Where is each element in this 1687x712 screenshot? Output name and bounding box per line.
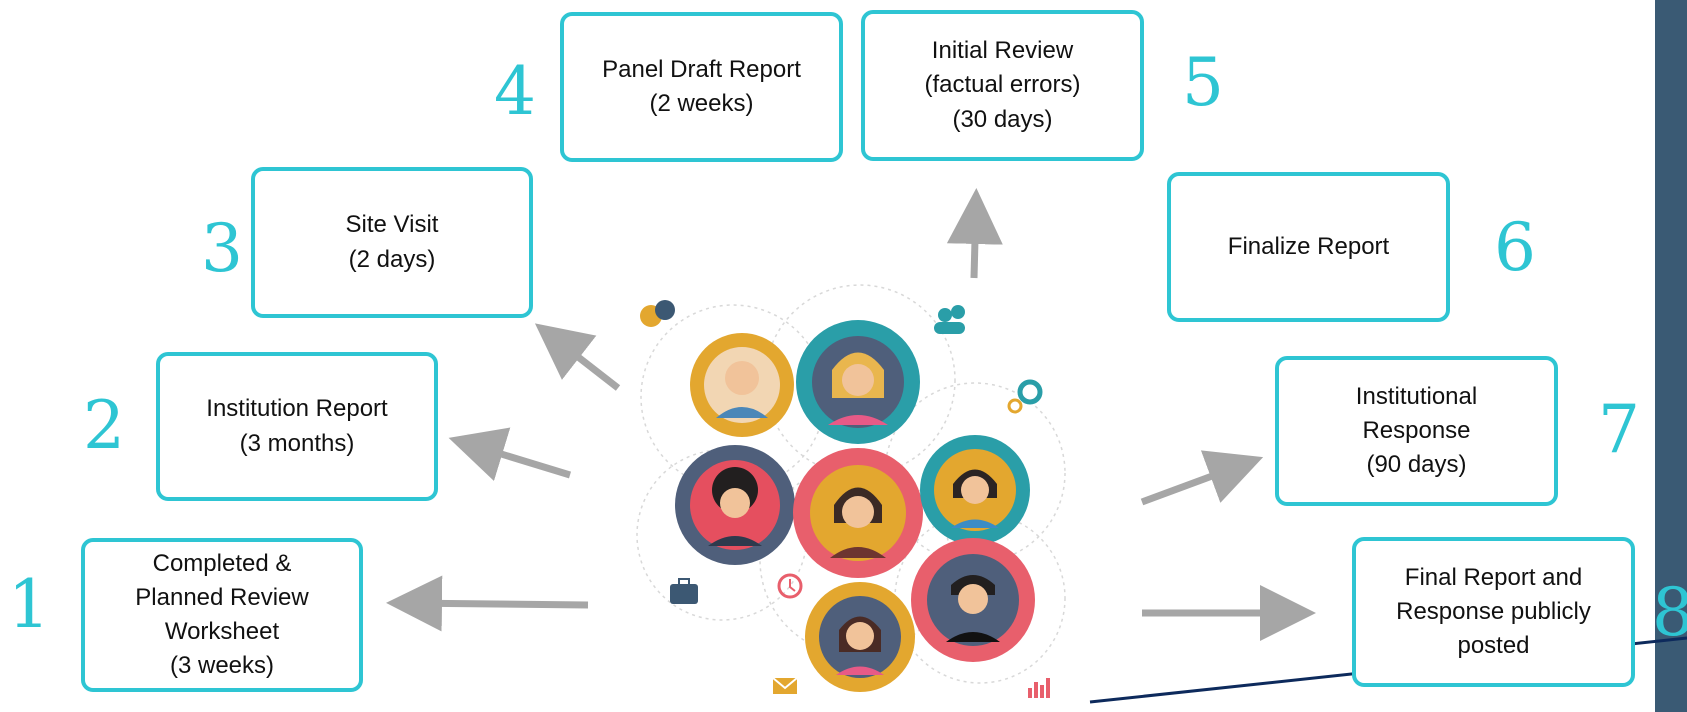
chart-icon: [1028, 678, 1050, 698]
step-box-3: Site Visit (2 days): [251, 167, 533, 318]
person-gear-2: [796, 320, 920, 444]
step-number-7: 7: [1598, 391, 1640, 468]
person-gear-7: [805, 582, 915, 692]
group-icon: [934, 305, 965, 334]
step-box-6: Finalize Report: [1167, 172, 1450, 322]
person-gear-3: [675, 445, 795, 565]
arrow-to-step-7: [1140, 450, 1264, 506]
person-gear-4: [793, 448, 923, 578]
step-label-5: Initial Review (factual errors) (30 days…: [924, 37, 1081, 133]
step-box-7: Institutional Response (90 days): [1275, 356, 1558, 506]
step-label-4: Panel Draft Report (2 weeks): [602, 55, 801, 117]
step-box-4: Panel Draft Report (2 weeks): [560, 12, 843, 162]
step-number-6: 6: [1494, 209, 1536, 286]
arrow-to-step-1: [386, 575, 589, 632]
arrow-to-step-2: [448, 427, 572, 482]
arrow-to-step-5: [946, 188, 1003, 279]
step-box-1: Completed & Planned Review Worksheet (3 …: [81, 538, 363, 692]
step-label-6: Finalize Report: [1227, 232, 1390, 260]
step-number-3: 3: [201, 210, 243, 287]
gear-icon: [1007, 379, 1043, 414]
step-label-8: Final Report and Response publicly poste…: [1396, 563, 1591, 660]
step-label-1: Completed & Planned Review Worksheet (3 …: [135, 549, 309, 680]
step-box-2: Institution Report (3 months): [156, 352, 438, 501]
step-box-5: Initial Review (factual errors) (30 days…: [861, 10, 1144, 161]
person-gear-5: [920, 435, 1030, 545]
step-number-8: 8: [1652, 574, 1687, 651]
side-panel: [1655, 0, 1687, 712]
step-label-2: Institution Report (3 months): [206, 395, 388, 457]
step-box-8: Final Report and Response publicly poste…: [1352, 537, 1635, 687]
person-gear-6: [911, 538, 1035, 662]
step-number-4: 4: [494, 53, 536, 130]
step-number-1: 1: [8, 566, 50, 643]
step-label-7: Institutional Response (90 days): [1355, 382, 1478, 479]
step-label-3: Site Visit (2 days): [345, 211, 439, 273]
briefcase-icon: [670, 578, 698, 604]
arrow-to-step-3: [534, 323, 621, 391]
person-gear-1: [690, 333, 794, 437]
clock-icon: [777, 573, 803, 599]
step-number-5: 5: [1182, 44, 1224, 121]
step-number-2: 2: [83, 387, 125, 464]
chat-bubbles-icon: [640, 300, 675, 327]
mail-icon: [772, 677, 798, 694]
